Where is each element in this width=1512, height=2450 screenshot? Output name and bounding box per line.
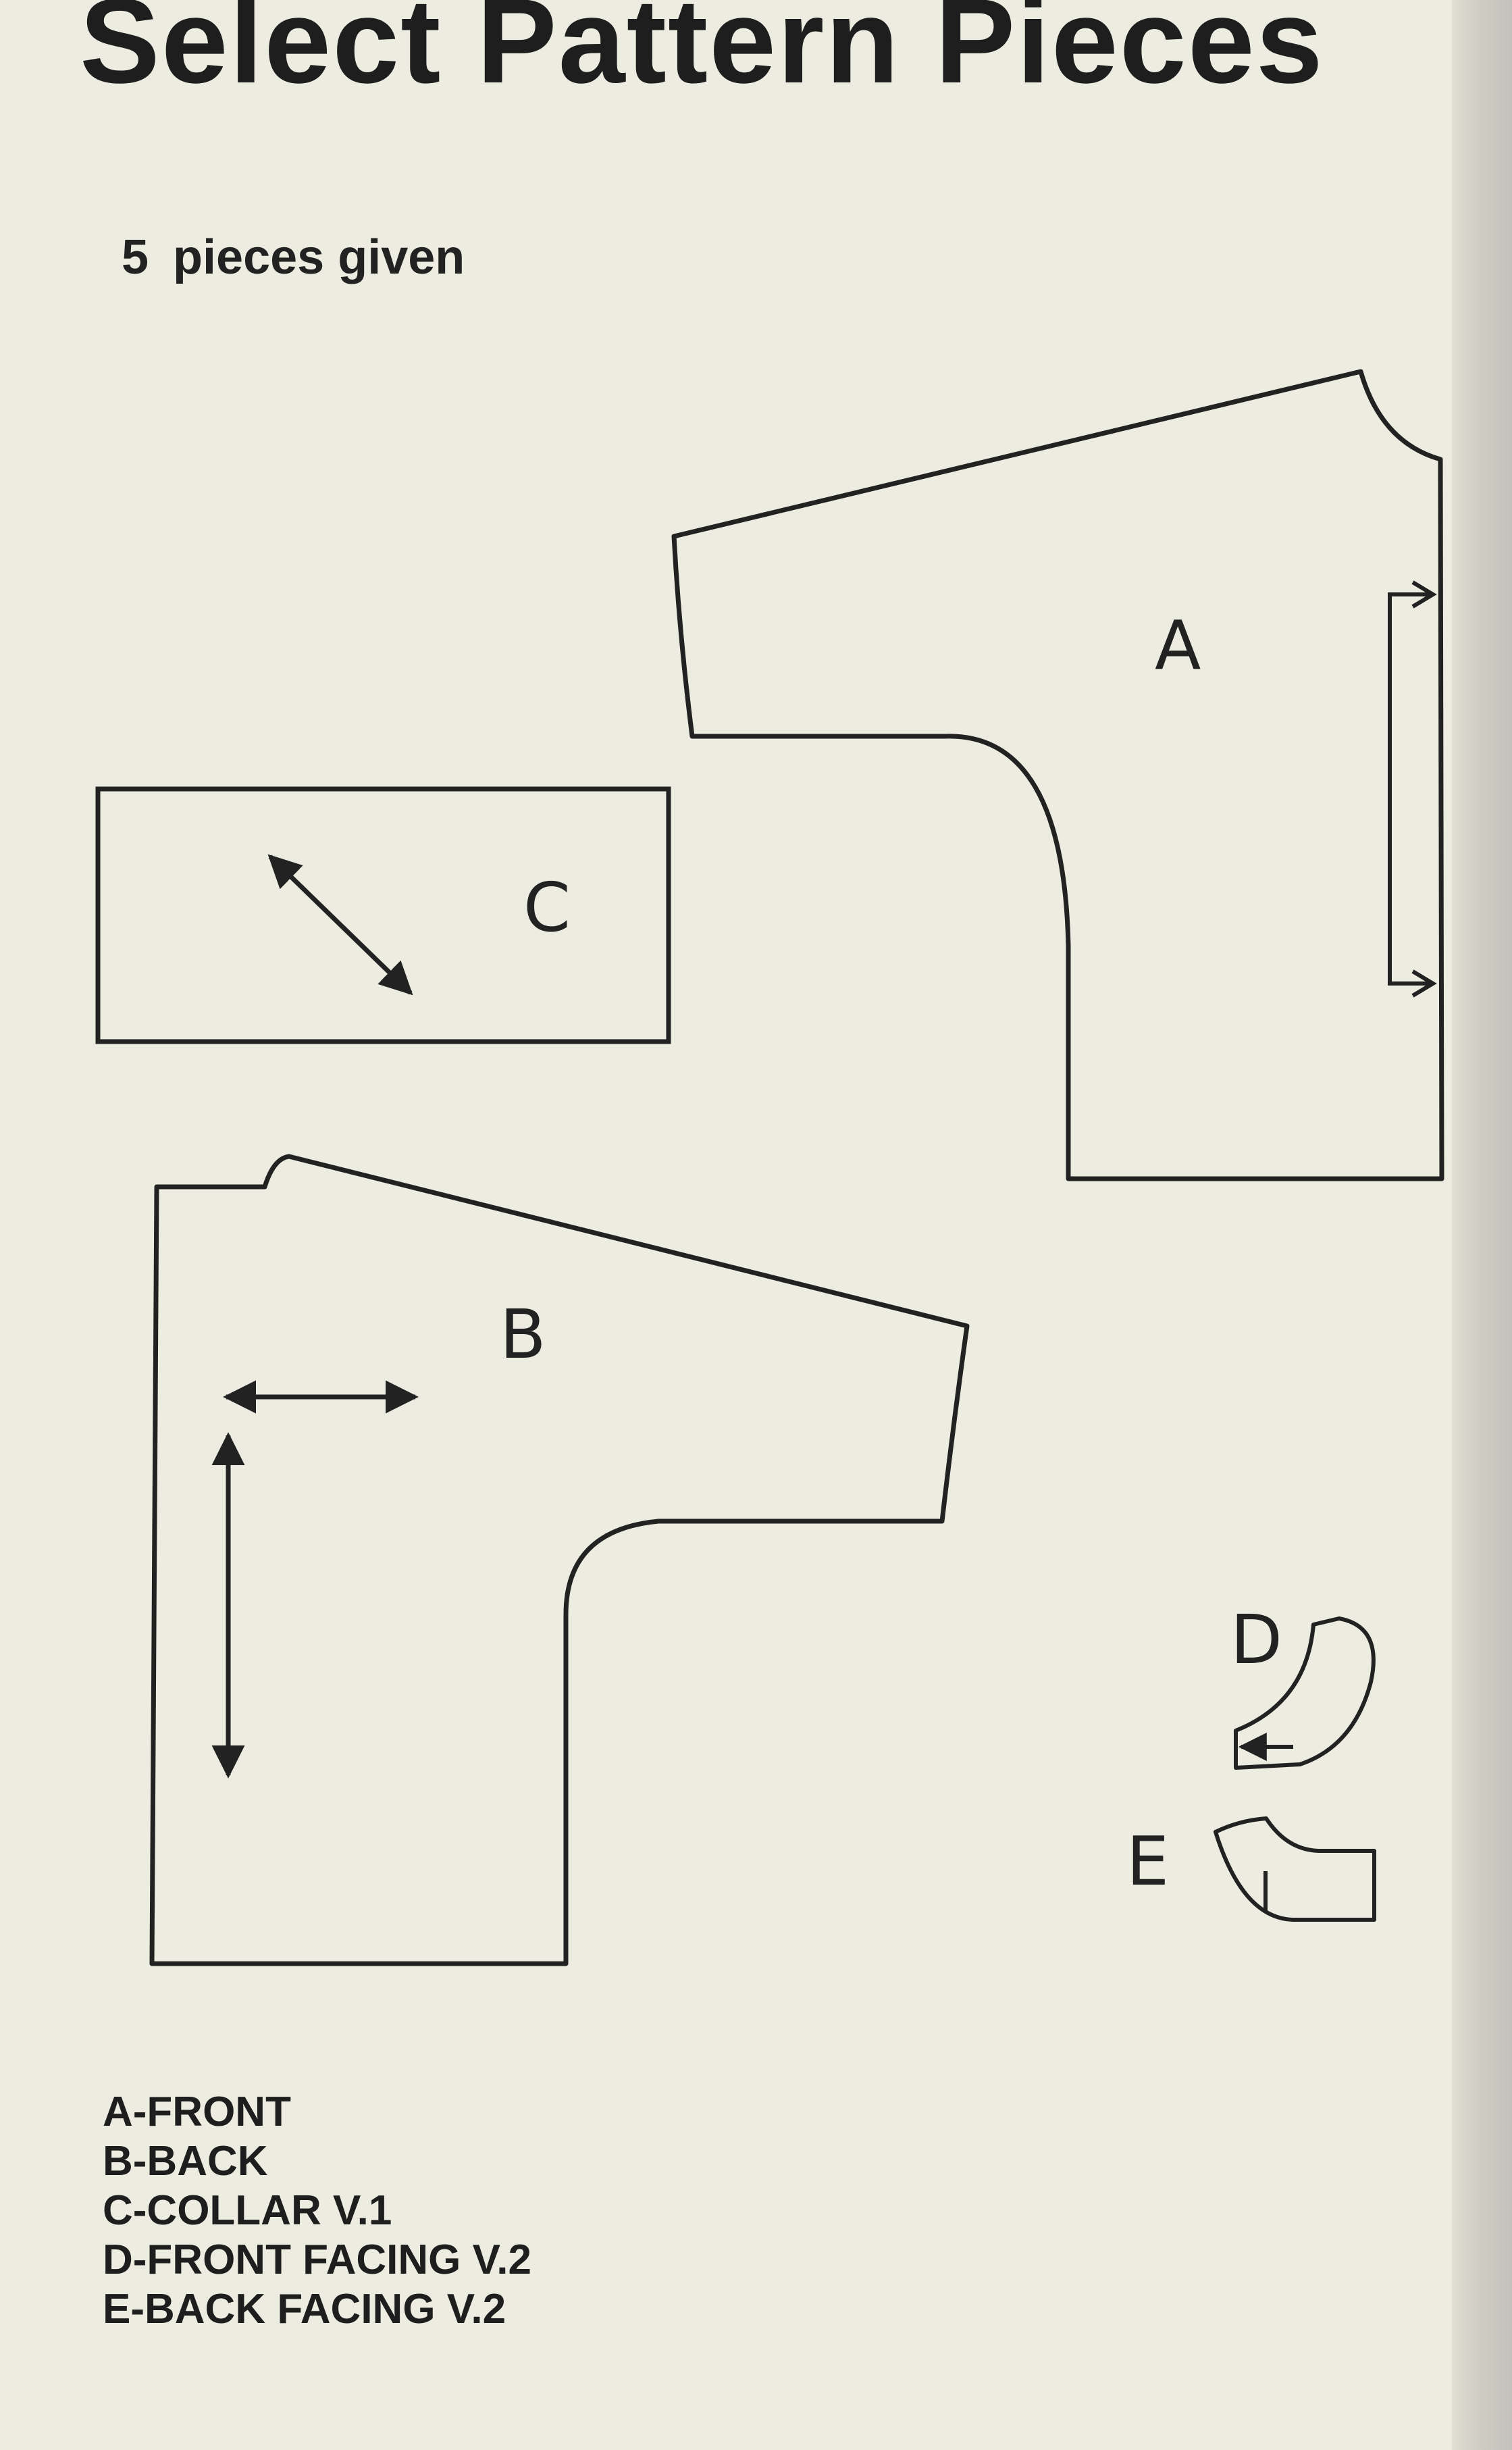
pattern-piece-e: E xyxy=(1126,1816,1376,1922)
piece-c-bias-grainline xyxy=(267,854,413,996)
piece-b-label: B xyxy=(500,1295,546,1374)
piece-count-text: pieces given xyxy=(173,230,465,284)
piece-d-outline xyxy=(1234,1616,1376,1770)
piece-a-fold-arrow-bottom xyxy=(1411,969,1437,998)
piece-c-label: C xyxy=(523,868,571,947)
piece-e-outline xyxy=(1214,1816,1376,1922)
piece-a-outline xyxy=(671,369,1444,1181)
legend-item-back-facing: E-BACK FACING V.2 xyxy=(103,2286,506,2332)
piece-c-outline xyxy=(95,786,671,1044)
legend-item-back: B-BACK xyxy=(103,2138,268,2185)
piece-a-label: A xyxy=(1155,606,1201,685)
piece-d-label: D xyxy=(1230,1600,1282,1679)
piece-e-label: E xyxy=(1126,1822,1169,1901)
legend-item-collar: C-COLLAR V.1 xyxy=(103,2187,392,2234)
legend-item-front-facing: D-FRONT FACING V.2 xyxy=(103,2237,531,2283)
piece-count-number: 5 xyxy=(122,230,149,284)
pattern-piece-a: A xyxy=(671,369,1444,1181)
page-edge-shadow xyxy=(1452,0,1512,2450)
pattern-diagram: A C B D E xyxy=(95,369,1444,1966)
pattern-piece-c: C xyxy=(95,786,671,1044)
pattern-envelope-sheet: Select Pattern Pieces 5 pieces given A C xyxy=(0,0,1469,2450)
piece-a-fold-arrow-top xyxy=(1411,580,1437,609)
piece-legend: A-FRONT B-BACK C-COLLAR V.1 D-FRONT FACI… xyxy=(103,2087,531,2334)
page-title: Select Pattern Pieces xyxy=(80,0,1324,108)
pattern-piece-b: B xyxy=(149,1154,970,1966)
piece-a-grainline-fold xyxy=(1388,592,1430,986)
piece-b-outline xyxy=(149,1154,970,1966)
legend-item-front: A-FRONT xyxy=(103,2089,291,2135)
piece-count: 5 pieces given xyxy=(122,230,465,285)
pattern-piece-d: D xyxy=(1230,1600,1376,1770)
